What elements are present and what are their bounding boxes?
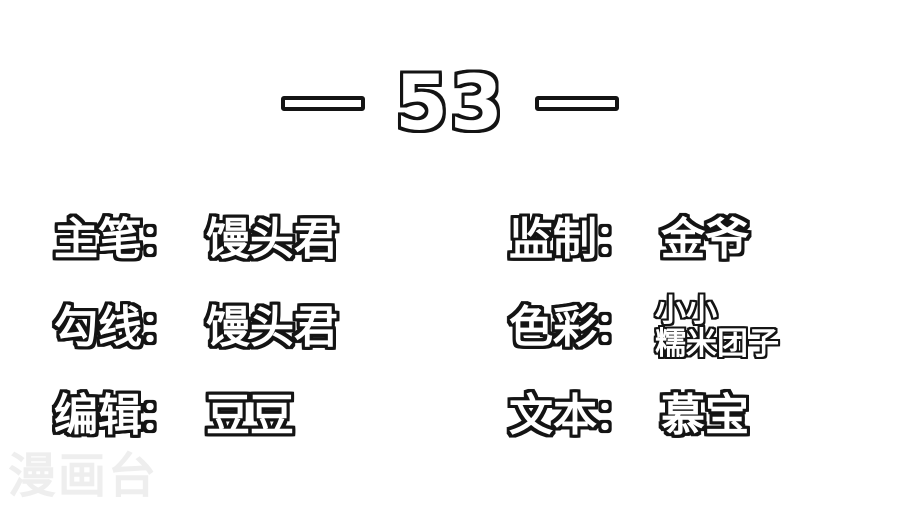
chapter-number: 53 xyxy=(395,58,505,147)
credit-entry-jianzhi: 监制 ： 金爷 xyxy=(509,218,854,262)
credit-value: 小小 糯米团子 xyxy=(655,295,779,361)
credit-label: 文本 xyxy=(509,390,597,441)
credit-colon-icon: ： xyxy=(140,393,180,439)
left-dash-icon xyxy=(281,95,366,111)
credit-entry-bianji: 编辑 ： 豆豆 xyxy=(54,394,509,438)
credit-value: 慕宝 xyxy=(661,390,749,441)
chapter-header: 53 xyxy=(0,58,900,148)
watermark: 漫画台 xyxy=(8,448,159,504)
credit-colon-icon: ： xyxy=(595,305,635,351)
credit-label: 主笔 xyxy=(54,214,142,265)
credit-row: 勾线 ： 馒头君 色彩 ： 小小 糯米团子 xyxy=(54,284,854,372)
credit-value: 馒头君 xyxy=(206,302,338,353)
credit-value-line: 糯米团子 xyxy=(655,326,779,362)
credit-label: 色彩 xyxy=(509,302,597,353)
credit-colon-icon: ： xyxy=(140,217,180,263)
credit-entry-wenben: 文本 ： 慕宝 xyxy=(509,394,854,438)
credit-label: 勾线 xyxy=(54,302,142,353)
credit-colon-icon: ： xyxy=(595,217,635,263)
credit-entry-secai: 色彩 ： 小小 糯米团子 xyxy=(509,295,854,361)
credits-list: 主笔 ： 馒头君 监制 ： 金爷 勾线 ： 馒头君 色彩 ： 小小 xyxy=(54,196,854,460)
credit-entry-gouxian: 勾线 ： 馒头君 xyxy=(54,306,509,350)
credit-entry-zhubi: 主笔 ： 馒头君 xyxy=(54,218,509,262)
credit-row: 主笔 ： 馒头君 监制 ： 金爷 xyxy=(54,196,854,284)
credit-row: 编辑 ： 豆豆 文本 ： 慕宝 xyxy=(54,372,854,460)
credit-value: 豆豆 xyxy=(206,390,294,441)
credit-colon-icon: ： xyxy=(595,393,635,439)
credit-value: 金爷 xyxy=(661,214,749,265)
credit-value: 馒头君 xyxy=(206,214,338,265)
right-dash-icon xyxy=(534,95,619,111)
credit-value-line: 小小 xyxy=(655,293,717,330)
credit-label: 监制 xyxy=(509,214,597,265)
credit-colon-icon: ： xyxy=(140,305,180,351)
credit-label: 编辑 xyxy=(54,390,142,441)
